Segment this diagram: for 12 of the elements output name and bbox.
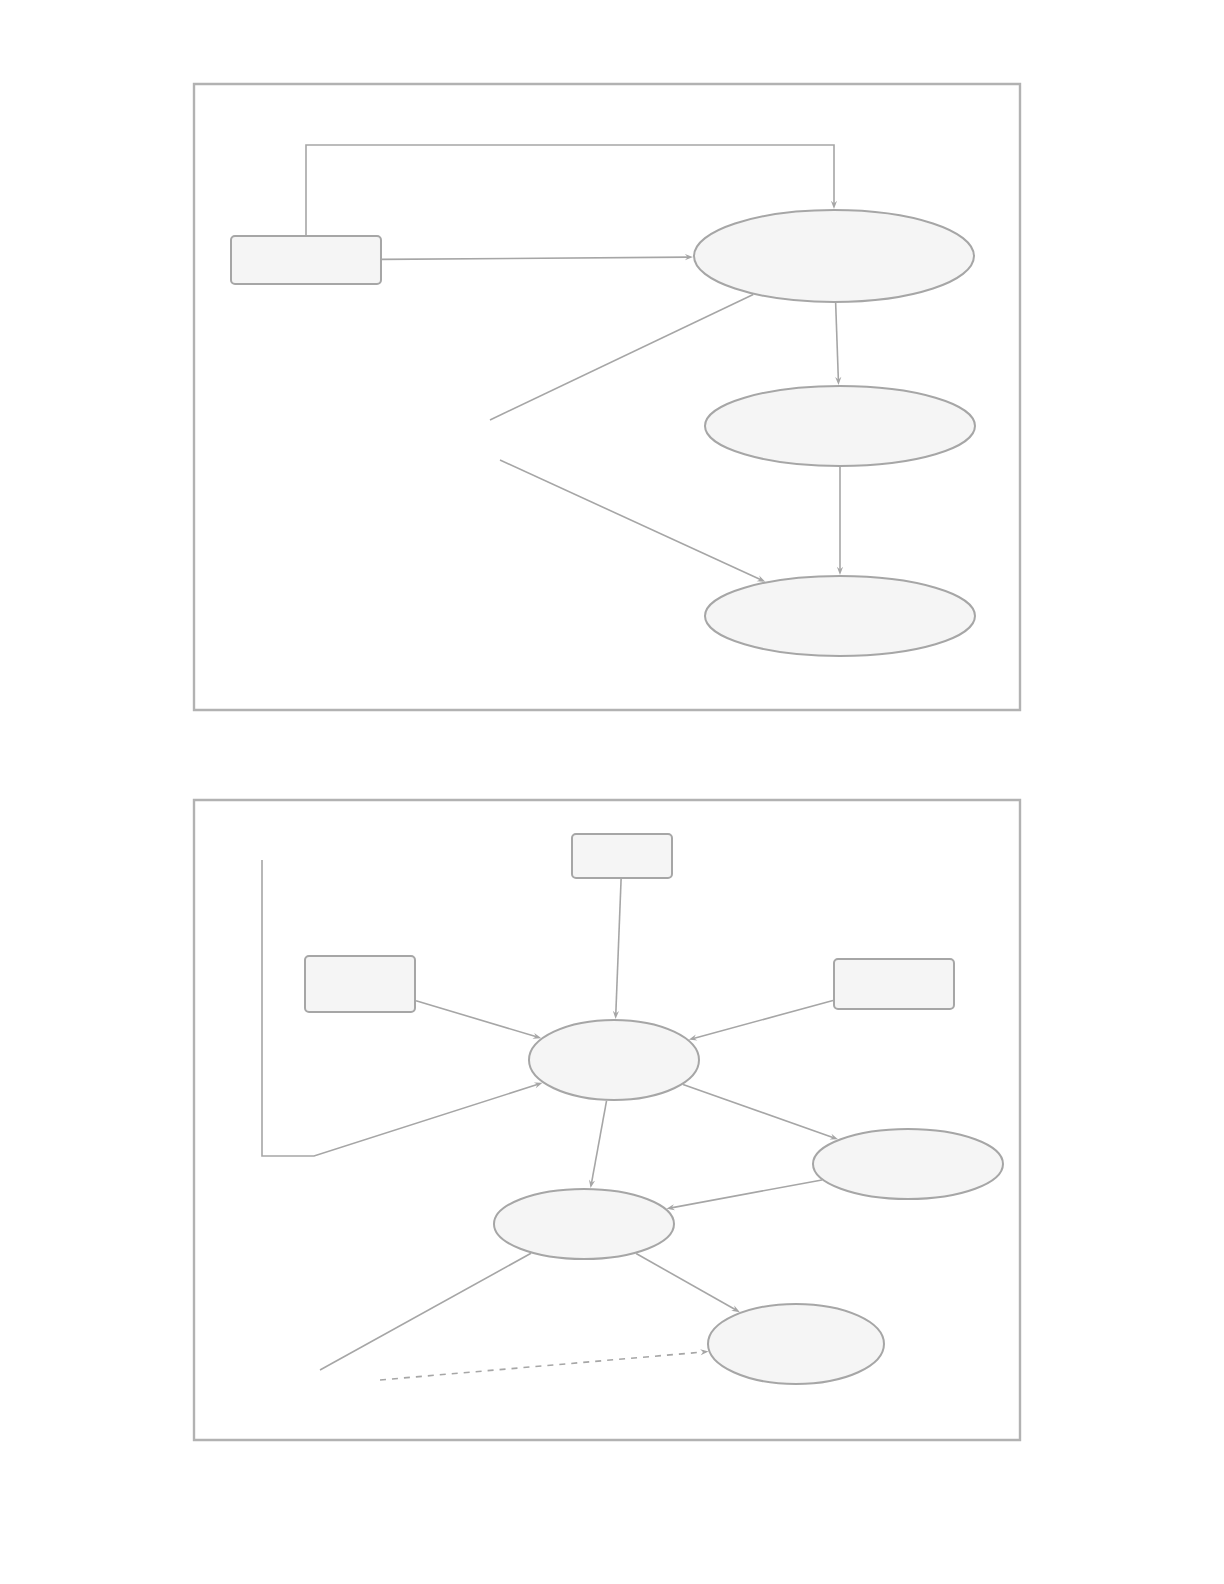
arrow	[305, 144, 838, 236]
process-box	[304, 955, 416, 1013]
process-ellipse	[812, 1128, 1004, 1200]
process-ellipse	[704, 385, 976, 467]
process-ellipse	[704, 575, 976, 657]
process-ellipse	[707, 1303, 885, 1385]
process-box	[833, 958, 955, 1010]
process-box	[571, 833, 673, 879]
process-ellipse	[693, 209, 975, 303]
process-ellipse	[528, 1019, 700, 1101]
process-ellipse	[493, 1188, 675, 1260]
process-box	[230, 235, 382, 285]
